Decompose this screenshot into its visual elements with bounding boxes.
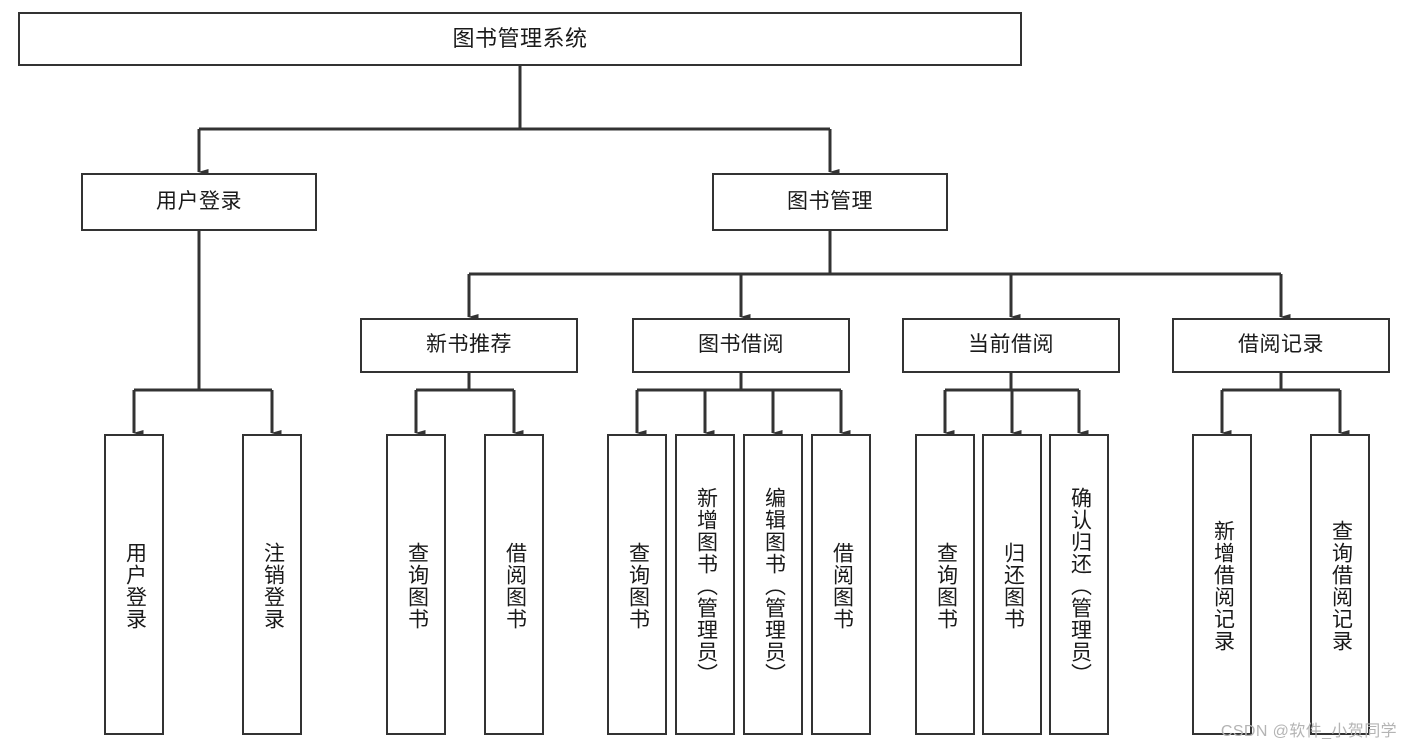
node-leaf-query-book-3[interactable]: 查询图书 (915, 434, 975, 735)
node-label: 图书借阅 (698, 333, 784, 357)
node-label: 用户登录 (156, 189, 242, 213)
node-label: 新书推荐 (426, 333, 512, 357)
node-label: 确认归还（管理员） (1068, 486, 1092, 685)
node-label: 当前借阅 (968, 333, 1054, 357)
node-book-borrow[interactable]: 图书借阅 (632, 318, 850, 373)
csdn-watermark: CSDN @软件_小贺同学 (1220, 723, 1397, 740)
node-label: 注销登录 (261, 541, 285, 630)
node-label: 借阅图书 (503, 541, 527, 630)
node-leaf-query-record[interactable]: 查询借阅记录 (1310, 434, 1370, 735)
node-current-borrow[interactable]: 当前借阅 (902, 318, 1120, 373)
node-label: 用户登录 (123, 541, 147, 630)
node-borrow-record[interactable]: 借阅记录 (1172, 318, 1390, 373)
node-label: 借阅图书 (830, 541, 854, 630)
node-label: 查询借阅记录 (1329, 519, 1353, 652)
node-label: 归还图书 (1001, 541, 1025, 630)
node-label: 编辑图书（管理员） (762, 486, 786, 685)
node-leaf-confirm-return[interactable]: 确认归还（管理员） (1049, 434, 1109, 735)
node-root[interactable]: 图书管理系统 (18, 12, 1022, 66)
node-label: 新增图书（管理员） (694, 486, 718, 685)
node-label: 新增借阅记录 (1211, 519, 1235, 652)
node-leaf-borrow-book-2[interactable]: 借阅图书 (811, 434, 871, 735)
node-leaf-edit-book[interactable]: 编辑图书（管理员） (743, 434, 803, 735)
node-leaf-query-book-1[interactable]: 查询图书 (386, 434, 446, 735)
node-leaf-return-book[interactable]: 归还图书 (982, 434, 1042, 735)
node-leaf-logout[interactable]: 注销登录 (242, 434, 302, 735)
node-leaf-add-record[interactable]: 新增借阅记录 (1192, 434, 1252, 735)
node-label: 查询图书 (626, 541, 650, 630)
node-label: 查询图书 (405, 541, 429, 630)
node-label: 借阅记录 (1238, 333, 1324, 357)
node-leaf-borrow-book-1[interactable]: 借阅图书 (484, 434, 544, 735)
node-leaf-query-book-2[interactable]: 查询图书 (607, 434, 667, 735)
node-new-book-rec[interactable]: 新书推荐 (360, 318, 578, 373)
node-book-manage[interactable]: 图书管理 (712, 173, 948, 231)
node-label: 图书管理系统 (452, 26, 588, 52)
node-leaf-add-book[interactable]: 新增图书（管理员） (675, 434, 735, 735)
node-label: 查询图书 (934, 541, 958, 630)
node-user-login[interactable]: 用户登录 (81, 173, 317, 231)
node-label: 图书管理 (787, 189, 873, 213)
node-leaf-user-login[interactable]: 用户登录 (104, 434, 164, 735)
